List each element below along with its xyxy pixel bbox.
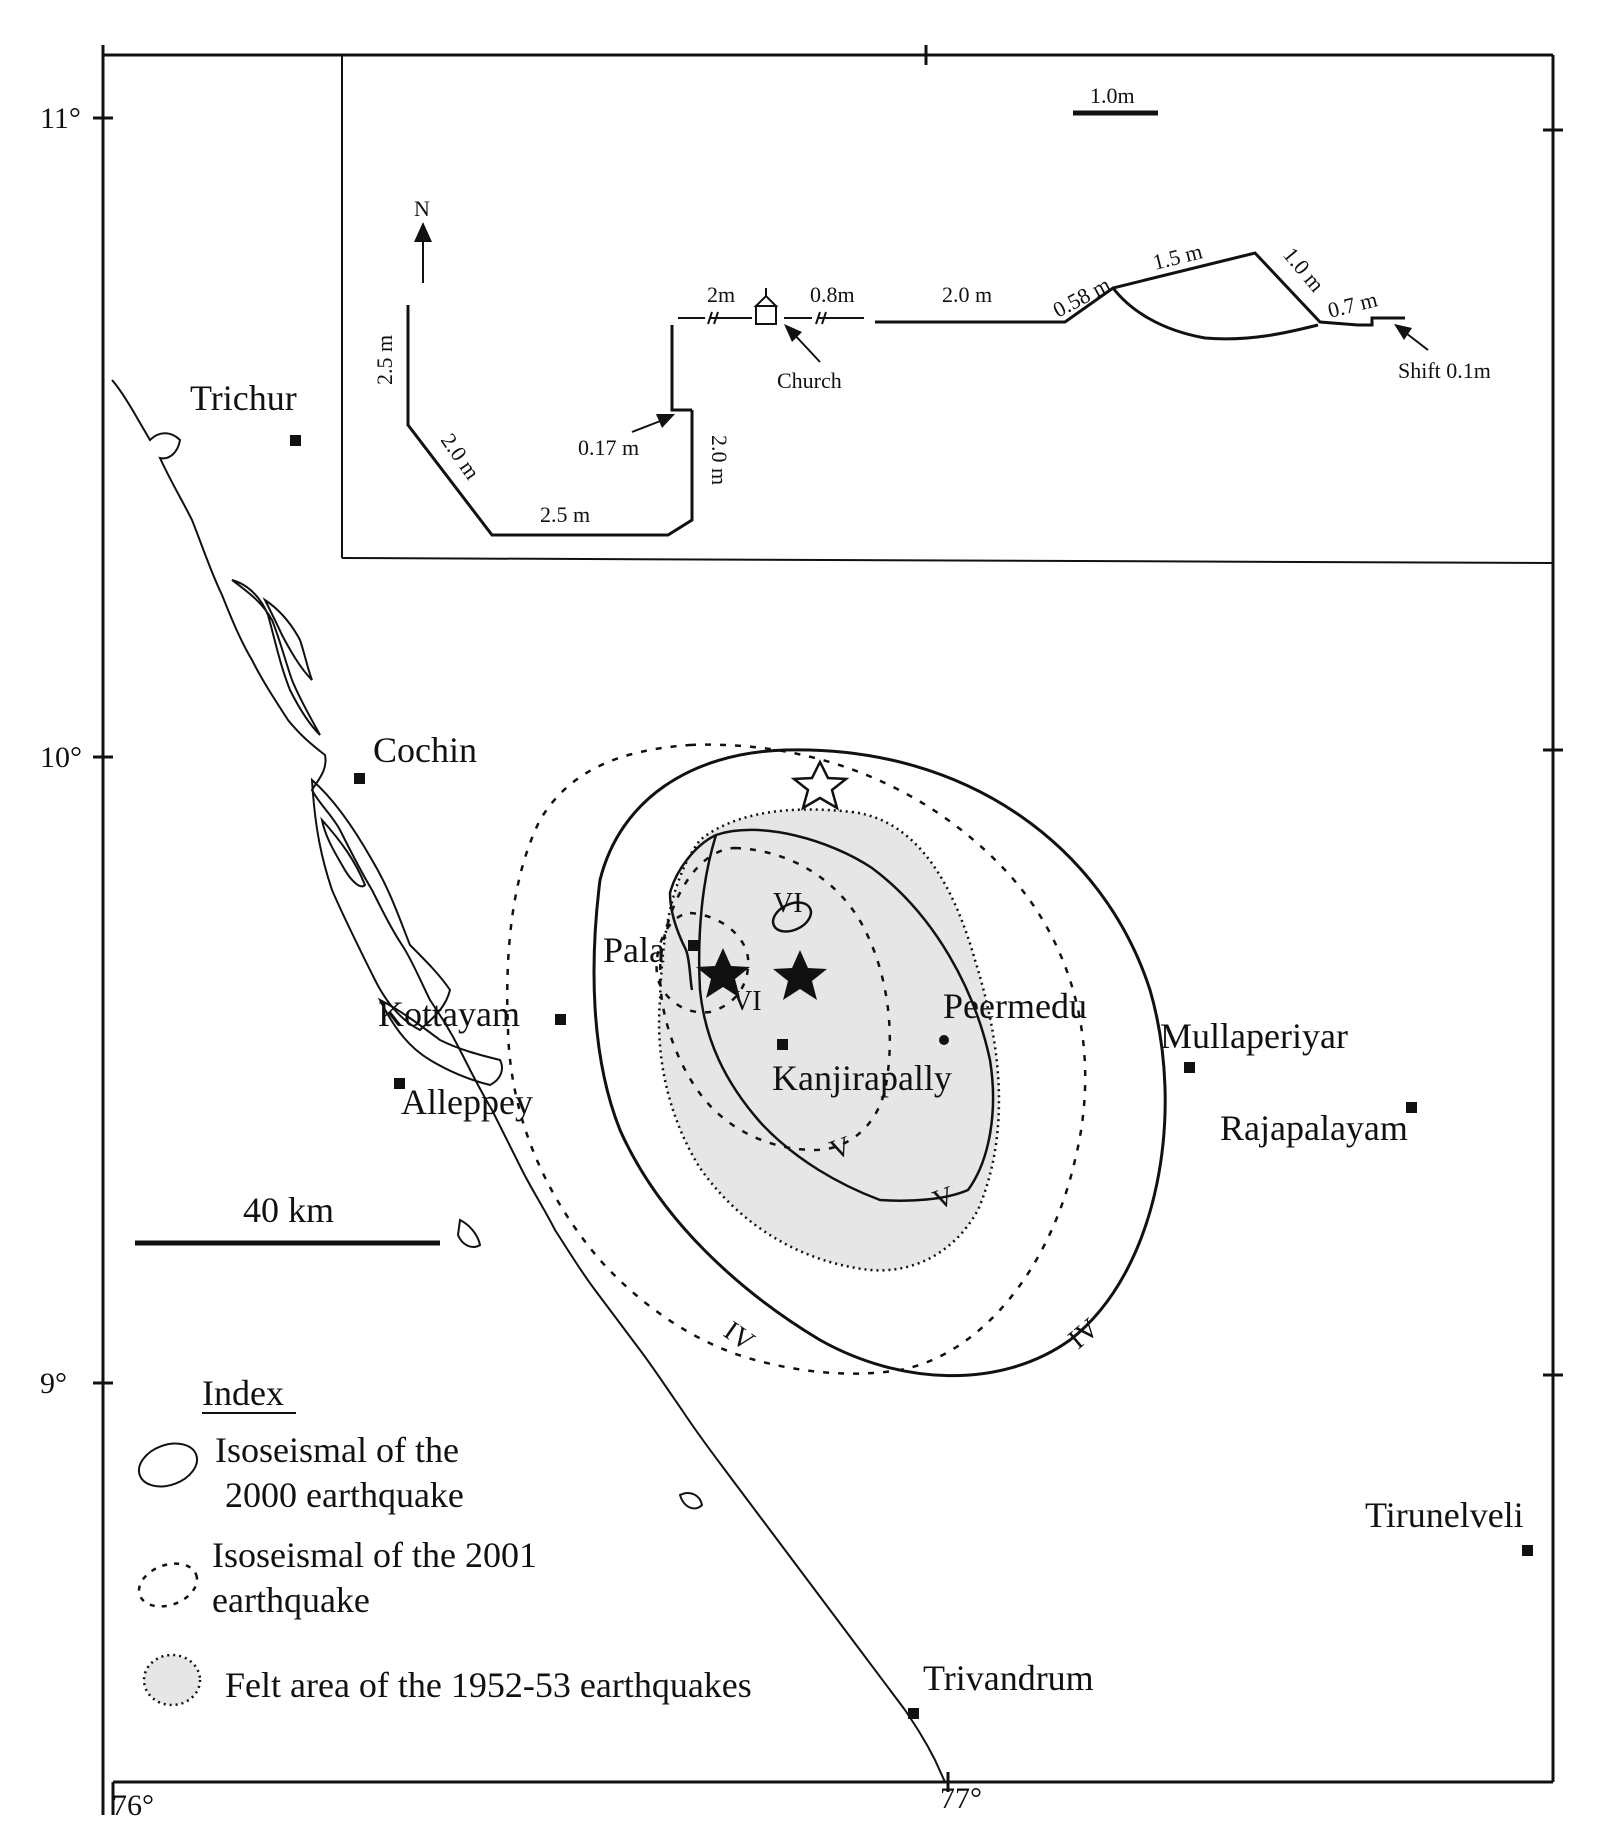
measure-2-5m-vertical: 2.5 m — [372, 335, 397, 385]
church-label: Church — [777, 368, 842, 393]
shift-arrow-icon — [1394, 324, 1429, 351]
town-markers — [290, 435, 1533, 1719]
coastline — [111, 379, 946, 1783]
inset-scale-label: 1.0m — [1090, 83, 1135, 108]
legend-solid-ellipse-icon — [137, 1442, 199, 1488]
measure-2-0m-wall: 2.0 m — [942, 282, 992, 307]
measure-2m: 2m — [707, 282, 735, 307]
legend-title: Index — [202, 1373, 284, 1413]
felt-area-1952-53 — [657, 808, 1001, 1272]
intensity-iv-left: IV — [718, 1315, 760, 1357]
tirunelveli-marker — [1522, 1545, 1533, 1556]
lat-9-label: 9° — [40, 1367, 67, 1400]
epicenter-2000-star-icon — [696, 948, 750, 998]
legend-item2-line2: earthquake — [212, 1580, 370, 1620]
measure-1-0m: 1.0 m — [1278, 242, 1329, 296]
trivandrum-label: Trivandrum — [923, 1658, 1094, 1698]
tirunelveli-label: Tirunelveli — [1365, 1495, 1524, 1535]
rajapalayam-marker — [1406, 1102, 1417, 1113]
lat-11-label: 11° — [40, 102, 81, 135]
peermedu-marker — [939, 1035, 949, 1045]
lon-77-label: 77° — [940, 1782, 982, 1815]
alleppey-label: Alleppey — [401, 1082, 533, 1122]
legend-item1-line2: 2000 earthquake — [225, 1475, 464, 1515]
measure-0-8m: 0.8m — [810, 282, 855, 307]
pala-marker — [688, 940, 699, 951]
isoseismals-2001 — [506, 743, 1087, 1375]
measure-2-5m-base: 2.5 m — [540, 502, 590, 527]
kanjirapally-marker — [777, 1039, 788, 1050]
intensity-iv-right: IV — [1063, 1313, 1106, 1356]
cochin-label: Cochin — [373, 730, 477, 770]
inset-panel: 1.0m N — [341, 55, 1554, 564]
trichur-label: Trichur — [190, 378, 297, 418]
epicenter-1953-star-icon — [790, 759, 850, 811]
measure-0-58m: 0.58 m — [1049, 272, 1115, 323]
intensity-vi-lower: VI — [732, 986, 762, 1017]
mullaperiyar-label: Mullaperiyar — [1160, 1016, 1348, 1056]
legend: Index Isoseismal of the 2000 earthquake … — [137, 1373, 752, 1707]
cochin-marker — [354, 773, 365, 784]
isoseismals-2000 — [592, 748, 1167, 1378]
intensity-vi-upper: VI — [773, 888, 803, 919]
north-arrow-icon — [414, 222, 432, 283]
offset-arrow-icon — [631, 414, 675, 433]
epicenter-2001-star-icon — [773, 950, 827, 1000]
legend-item2-line1: Isoseismal of the 2001 — [212, 1535, 537, 1575]
measure-0-17m: 0.17 m — [578, 435, 639, 460]
lon-76-label: 76° — [112, 1789, 154, 1822]
rajapalayam-label: Rajapalayam — [1220, 1108, 1408, 1148]
measure-2-0m-diagonal: 2.0 m — [436, 429, 485, 484]
map-frame — [93, 45, 1563, 1815]
church-icon — [753, 288, 779, 325]
measure-2-0m-vertical: 2.0 m — [707, 435, 732, 485]
peermedu-label: Peermedu — [943, 986, 1087, 1026]
trichur-marker — [290, 435, 301, 446]
church-arrow-icon — [784, 324, 821, 363]
alleppey-marker — [394, 1078, 405, 1089]
mullaperiyar-marker — [1184, 1062, 1195, 1073]
lat-10-label: 10° — [40, 741, 82, 774]
legend-felt-area-icon — [142, 1653, 202, 1707]
kanjirapally-label: Kanjirapally — [772, 1058, 952, 1098]
scale-bar-label: 40 km — [243, 1190, 334, 1230]
legend-item1-line1: Isoseismal of the — [215, 1430, 459, 1470]
kottayam-marker — [555, 1014, 566, 1025]
legend-item3: Felt area of the 1952-53 earthquakes — [225, 1665, 752, 1705]
measure-1-5m: 1.5 m — [1150, 238, 1205, 274]
shift-label: Shift 0.1m — [1398, 358, 1491, 383]
north-label: N — [414, 196, 430, 221]
pala-label: Pala — [603, 930, 665, 970]
trivandrum-marker — [908, 1708, 919, 1719]
legend-dashed-ellipse-icon — [137, 1562, 199, 1608]
kottayam-label: Kottayam — [378, 994, 520, 1034]
